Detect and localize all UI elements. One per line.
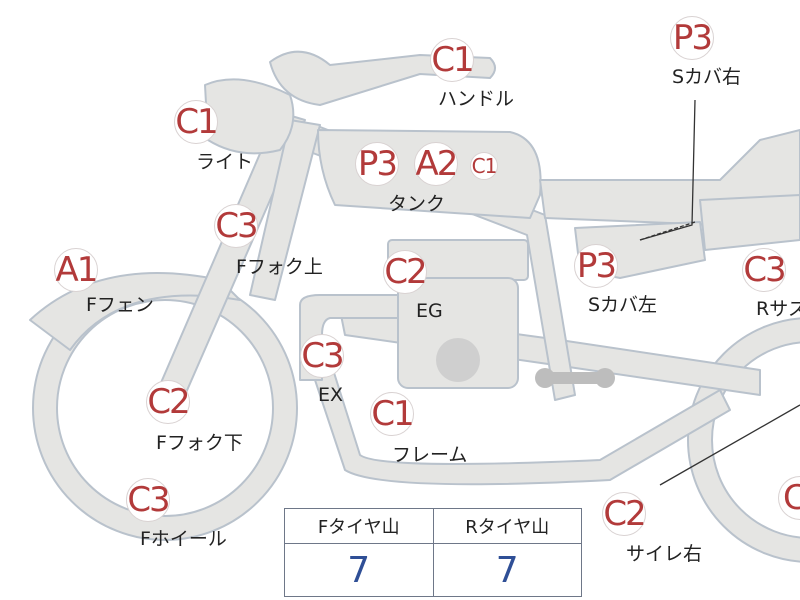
tank-code-badge-3: C1 [470, 152, 498, 180]
r-suspension-code-badge: C3 [742, 248, 787, 292]
s-cover-right-code-badge: P3 [670, 16, 714, 60]
tire-tread-table: Fタイヤ山 Rタイヤ山 7 7 [284, 508, 582, 597]
tank-code-badge-2: A2 [414, 142, 458, 186]
f-fender-code-badge: A1 [54, 248, 98, 292]
frame-code-badge: C1 [370, 392, 415, 436]
f-fork-lower-code-badge: C2 [146, 380, 191, 424]
exhaust-shape [299, 294, 401, 381]
s-cover-left-code-badge: P3 [574, 244, 618, 288]
silencer-right-code-badge: C2 [602, 492, 647, 536]
f-fork-upper-code-badge: C3 [214, 204, 259, 248]
f-wheel-label: Fホイール [140, 528, 227, 550]
rear-tire-value: 7 [432, 543, 582, 597]
frame-label: フレーム [392, 444, 468, 466]
silencer-right-leader [659, 404, 800, 486]
handle-label: ハンドル [438, 88, 515, 110]
exhaust-label: EX [318, 384, 344, 406]
headlight-shape [204, 78, 295, 155]
front-tire-header: Fタイヤ山 [284, 508, 434, 544]
f-fork-lower-label: Fフォク下 [156, 432, 243, 454]
engine-code-badge: C2 [383, 250, 428, 294]
s-cover-left-label: Sカバ左 [588, 294, 658, 316]
light-code-badge: C1 [174, 100, 219, 144]
f-fork-upper-label: Fフォク上 [236, 256, 323, 278]
tank-label: タンク [388, 193, 446, 215]
tank-code-badge: P3 [355, 142, 399, 186]
s-cover-right-label: Sカバ右 [672, 66, 742, 88]
f-wheel-code-badge: C3 [126, 478, 171, 522]
r-suspension-label: Rサス [756, 298, 800, 320]
exhaust-code-badge: C3 [300, 334, 345, 378]
rear-tire-header: Rタイヤ山 [432, 508, 582, 544]
silencer-right-label: サイレ右 [626, 543, 703, 565]
handle-code-badge: C1 [430, 38, 475, 82]
f-fender-label: Fフェン [86, 294, 154, 316]
front-tire-value: 7 [284, 543, 434, 597]
light-label: ライト [196, 151, 254, 173]
engine-label: EG [416, 300, 443, 322]
frame-shape [309, 359, 731, 486]
